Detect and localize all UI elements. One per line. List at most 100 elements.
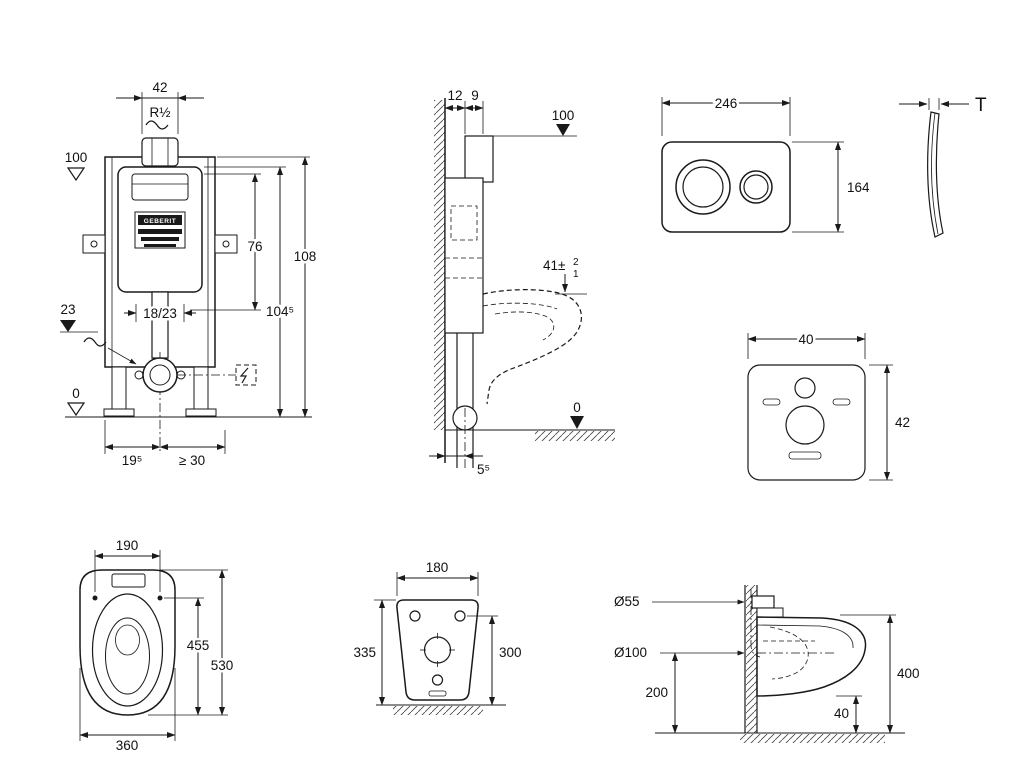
dim-335-label: 335 (353, 645, 376, 660)
large-flush-button (675, 159, 731, 215)
dim-12-9: 12 9 (444, 88, 484, 134)
dim-42-label: 42 (152, 80, 167, 95)
dim-40-label: 40 (798, 332, 813, 347)
dim-200: 200 (645, 652, 679, 734)
dim-455: 455 (164, 597, 212, 716)
level-marker-icon (570, 416, 584, 429)
dim-42-label: 42 (895, 415, 910, 430)
dim-530: 530 (148, 569, 236, 716)
dim-5-5-label: 5⁵ (477, 462, 490, 477)
level-100-label: 100 (65, 150, 88, 165)
dim-19-5-label: 19⁵ (122, 453, 143, 468)
wc-top-view: 190 455 530 360 (48, 528, 298, 753)
dim-400-label: 400 (897, 666, 920, 681)
dim-40-pad: 40 (747, 330, 866, 359)
level-marker-icon (60, 320, 76, 332)
dim-5-5: 5⁵ (429, 408, 490, 477)
dim-thickness: T (899, 95, 987, 116)
dim-108-label: 108 (294, 249, 317, 264)
dim-42: 42 (116, 80, 204, 134)
dim-200-label: 200 (645, 685, 668, 700)
dim-360: 360 (79, 668, 176, 753)
wc-side-view: Ø55 Ø100 200 400 40 (600, 565, 940, 755)
small-flush-button (739, 170, 773, 204)
level-100-label: 100 (552, 108, 575, 123)
dim-300: 300 (467, 615, 522, 706)
drain-assembly (134, 291, 257, 454)
cistern-side-profile (444, 177, 484, 334)
dia-100-label: Ø100 (614, 645, 647, 660)
tol-minus-label: 1 (573, 269, 579, 280)
dim-18-23-label: 18/23 (143, 306, 177, 321)
tol-plus-label: 2 (573, 257, 579, 268)
dim-76-label: 76 (247, 239, 262, 254)
dia-55-label: Ø55 (614, 594, 640, 609)
level-23-label: 23 (60, 302, 75, 317)
flush-plate-profile-view: T (885, 82, 1015, 252)
dim-r-half-label: R½ (149, 105, 170, 120)
dim-300-label: 300 (499, 645, 522, 660)
dim-min-30: ≥ 30 (159, 430, 226, 468)
flush-bend (141, 137, 179, 167)
floor-level: 0 (65, 386, 312, 418)
dim-455-label: 455 (187, 638, 210, 653)
dim-19-5: 19⁵ (104, 420, 161, 468)
floor-line (655, 732, 905, 743)
floor-side: 0 (445, 400, 615, 441)
flex-hose-icon (83, 337, 107, 347)
level-100: 100 (65, 150, 88, 182)
flush-plate-view: 246 164 (648, 82, 878, 252)
dim-9-label: 9 (471, 88, 479, 103)
floor-fixing (376, 704, 506, 715)
dim-76: 76 (190, 173, 265, 311)
flush-pipe-section (464, 135, 577, 183)
cistern-tank: GEBERIT (117, 166, 203, 293)
dim-180: 180 (396, 560, 479, 596)
dim-190: 190 (94, 538, 161, 592)
dim-335: 335 (353, 599, 396, 706)
dim-164: 164 (792, 141, 870, 233)
dim-190-label: 190 (116, 538, 139, 553)
profile-shape (927, 111, 944, 238)
brand-label: GEBERIT (144, 218, 176, 225)
fixing-plate-body (396, 599, 479, 701)
cistern-front-view: GEBERIT 42 R½ 100 76 104 (40, 62, 350, 472)
dim-246-label: 246 (715, 96, 738, 111)
level-marker-icon (66, 167, 86, 182)
dim-41-tol: 41± 2 1 (543, 257, 587, 295)
level-0-label: 0 (573, 400, 581, 415)
dim-18-23: 18/23 (124, 304, 196, 324)
dim-360-label: 360 (116, 738, 139, 753)
pad-body (747, 364, 866, 481)
lightning-bolt-icon (239, 367, 249, 384)
dim-T-label: T (975, 95, 987, 116)
plate-body (661, 141, 791, 233)
flex-hose-icon (145, 120, 169, 130)
wc-side-body (750, 589, 867, 697)
flex-connector (83, 337, 137, 365)
label-r-half: R½ (145, 105, 171, 130)
wc-outline-dashed (482, 289, 582, 405)
level-marker-icon (556, 124, 570, 136)
wc-top-body (79, 569, 176, 716)
wall-section (434, 98, 446, 463)
level-23: 23 (60, 302, 98, 333)
dim-min-30-label: ≥ 30 (179, 453, 205, 468)
dim-40-label: 40 (834, 706, 849, 721)
level-100-side: 100 (552, 108, 575, 136)
sound-insulation-view: 40 42 (733, 318, 913, 498)
level-0-label: 0 (72, 386, 80, 401)
dim-41-label: 41± (543, 258, 565, 273)
dim-42-pad: 42 (869, 364, 910, 481)
dim-104-5: 104⁵ (204, 166, 297, 418)
wc-fixing-plate-view: 180 335 300 (348, 558, 548, 733)
dim-40-side: 40 (834, 695, 862, 734)
cistern-side-view: 12 9 100 41± 2 1 0 (415, 78, 625, 478)
dim-400: 400 (840, 614, 920, 734)
dim-164-label: 164 (847, 180, 870, 195)
dim-530-label: 530 (211, 658, 234, 673)
dim-outlet-dia: Ø100 (614, 645, 745, 660)
dim-246: 246 (661, 94, 791, 136)
dim-flush-dia: Ø55 (614, 594, 745, 609)
dim-12-label: 12 (447, 88, 462, 103)
